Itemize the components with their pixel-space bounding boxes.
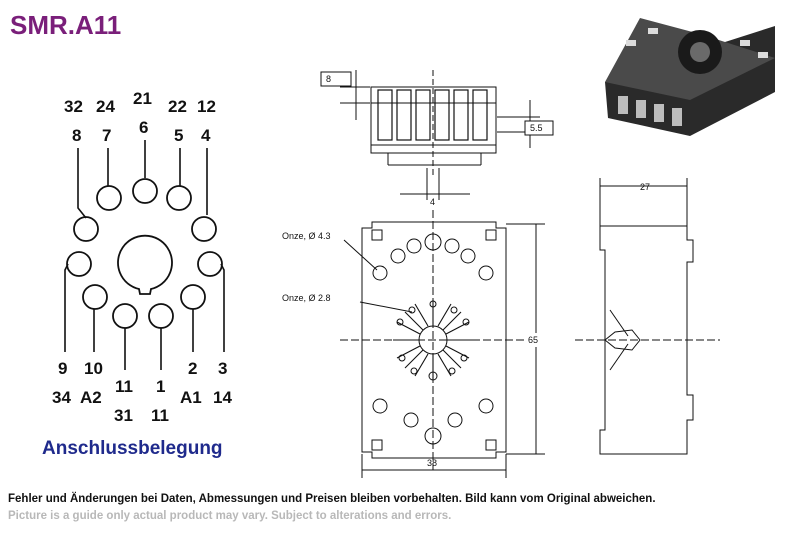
pin-6 [132,178,158,204]
plan-view [340,210,545,478]
pin-label-14: 14 [213,388,232,407]
dim-8: 8 [326,74,331,84]
front-elevation-view [320,70,554,200]
dim-5-5: 5.5 [530,123,543,133]
pin-5 [166,185,192,211]
pinout-caption: Anschlussbelegung [42,438,223,459]
pin-label-8: 8 [72,126,81,145]
label-hole-large: Onze, Ø 4.3 [282,231,331,241]
pin-7 [96,185,122,211]
pin-label-1: 1 [156,377,165,396]
pin-2 [180,284,206,310]
pin-label-24: 24 [96,97,115,116]
pin-label-A1: A1 [180,388,202,407]
pin-label-4: 4 [201,126,211,145]
pin-label-21: 21 [133,89,152,108]
pin-1 [148,303,174,329]
pin-label-11: 11 [115,377,133,396]
pin-label-2: 2 [188,359,197,378]
pin-label-32: 32 [64,97,83,116]
wire [220,263,225,352]
disclaimer-de: Fehler und Änderungen bei Daten, Abmessu… [8,493,656,505]
side-view [575,178,720,455]
pin-label-31: 31 [114,406,133,425]
dim-65: 65 [528,335,538,345]
pin-label-7: 7 [102,126,111,145]
wire [77,148,87,219]
pin-label-11b: 11 [151,406,169,425]
disclaimer-en: Picture is a guide only actual product m… [8,510,452,522]
pin-8 [73,216,99,242]
dim-4: 4 [430,197,435,207]
pin-label-22: 22 [168,97,187,116]
page-title: SMR.A11 [10,10,122,40]
pin-label-3: 3 [218,359,227,378]
label-hole-small: Onze, Ø 2.8 [282,293,331,303]
pin-3 [197,251,223,277]
pin-label-34: 34 [52,388,71,407]
pin-label-A2: A2 [80,388,102,407]
dim-38: 38 [427,458,437,468]
pin-label-6: 6 [139,118,148,137]
pin-9 [66,251,92,277]
pin-label-5: 5 [174,126,183,145]
center-key [117,234,173,295]
pin-4 [191,216,217,242]
pin-label-9: 9 [58,359,67,378]
product-photo [605,18,775,136]
wire [64,263,69,352]
pin-label-12: 12 [197,97,216,116]
pin-11 [112,303,138,329]
pinout-diagram: 32 24 21 22 12 8 7 6 5 4 [52,89,232,425]
pin-label-10: 10 [84,359,103,378]
dim-27: 27 [640,182,650,192]
pin-10 [82,284,108,310]
